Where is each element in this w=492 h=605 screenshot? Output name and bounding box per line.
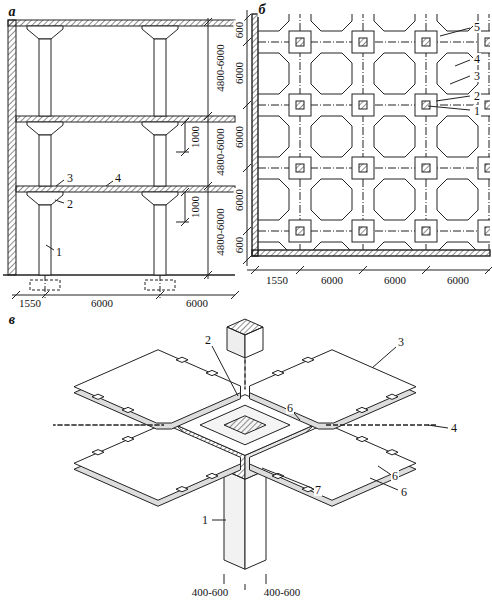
dimension: 400-600: [263, 587, 302, 598]
dimension: 1000: [190, 195, 201, 219]
callout-number: 2: [66, 198, 74, 210]
dimension: 6000: [320, 275, 344, 286]
dimension: 6000: [234, 188, 245, 212]
dimension: 4800-6000: [215, 207, 226, 257]
panel-letter: б: [258, 3, 267, 17]
panel-letter: в: [8, 313, 16, 327]
dimension: 4800-6000: [215, 127, 226, 177]
callout-number: 1: [473, 105, 481, 117]
dimension: 400-600: [191, 587, 230, 598]
dimension: 1550: [18, 298, 42, 309]
callout-number: 1: [55, 246, 63, 258]
dimension: 6000: [446, 275, 470, 286]
dimension: 6000: [383, 275, 407, 286]
dimension: 6000: [234, 61, 245, 85]
dimension: 6000: [234, 125, 245, 149]
dimension: 1550: [265, 275, 289, 286]
callout-number: 6: [391, 470, 399, 482]
callout-number: 3: [473, 70, 481, 82]
callout-number: 2: [204, 334, 212, 346]
dimension: 600: [234, 21, 245, 40]
callout-number: 4: [450, 422, 458, 434]
dimension: 4800-6000: [215, 43, 226, 93]
dimension: 6000: [90, 298, 114, 309]
dimension: 6000: [185, 298, 209, 309]
callout-number: 5: [473, 21, 481, 33]
panel-letter: а: [8, 5, 17, 19]
dimension: 1000: [190, 125, 201, 149]
callout-number: 3: [66, 172, 74, 184]
callout-number: 6: [286, 402, 294, 414]
dimension: 600: [234, 236, 245, 255]
callout-number: 7: [314, 484, 322, 496]
callout-number: 4: [473, 53, 481, 65]
callout-number: 2: [473, 90, 481, 102]
callout-number: 4: [114, 172, 122, 184]
callout-number: 1: [201, 514, 209, 526]
callout-number: 6: [400, 486, 408, 498]
callout-number: 3: [397, 336, 405, 348]
